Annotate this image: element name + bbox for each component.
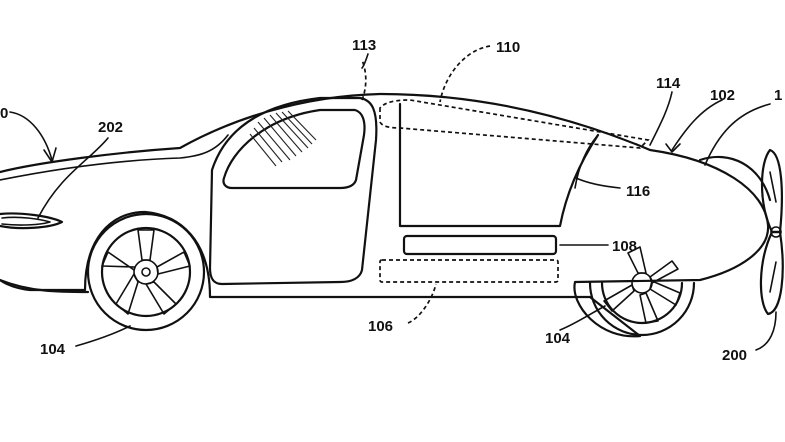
label-200: 200 — [722, 347, 747, 364]
front-wheel — [86, 212, 206, 332]
label-202: 202 — [98, 119, 123, 136]
leader-200 — [755, 311, 777, 351]
label-108: 108 — [612, 238, 637, 255]
leader-102-arrow — [665, 143, 681, 153]
hood-line — [0, 134, 229, 181]
leader-104-right — [559, 305, 606, 331]
compartment-106 — [379, 259, 559, 283]
leader-116 — [575, 177, 621, 189]
propeller-200 — [759, 148, 784, 316]
window-glare — [249, 110, 317, 167]
front-door-frame — [208, 96, 378, 286]
label-110: 110 — [496, 39, 520, 56]
rear-wheel — [588, 246, 696, 337]
label-1-right: 1 — [774, 87, 782, 104]
leader-113 — [361, 53, 369, 69]
leader-104-left — [75, 325, 131, 347]
label-114: 114 — [656, 75, 681, 92]
door-hinge-113 — [361, 59, 367, 101]
leader-114 — [649, 91, 673, 146]
leader-100 — [9, 111, 53, 161]
leader-106 — [407, 283, 437, 324]
leader-110 — [439, 45, 491, 103]
headlight — [0, 212, 64, 230]
label-102: 102 — [710, 87, 735, 104]
battery-108 — [402, 234, 558, 256]
leader-1-right — [704, 103, 771, 166]
label-116: 116 — [626, 183, 650, 200]
label-104-right: 104 — [545, 330, 571, 347]
tail-section — [698, 155, 772, 202]
front-window — [222, 108, 366, 190]
rear-window-line — [574, 134, 599, 189]
leader-102 — [671, 99, 723, 151]
rear-door-opening — [398, 102, 600, 228]
label-113: 113 — [352, 37, 376, 54]
headlight-inner — [1, 216, 51, 226]
leader-100-arrow — [43, 147, 57, 163]
roof-compartment-110 — [379, 99, 650, 149]
car-underbody — [0, 278, 90, 294]
label-106: 106 — [368, 318, 393, 335]
label-104-left: 104 — [40, 341, 66, 358]
label-100-left: 0 — [0, 105, 8, 122]
leader-202 — [37, 137, 109, 219]
